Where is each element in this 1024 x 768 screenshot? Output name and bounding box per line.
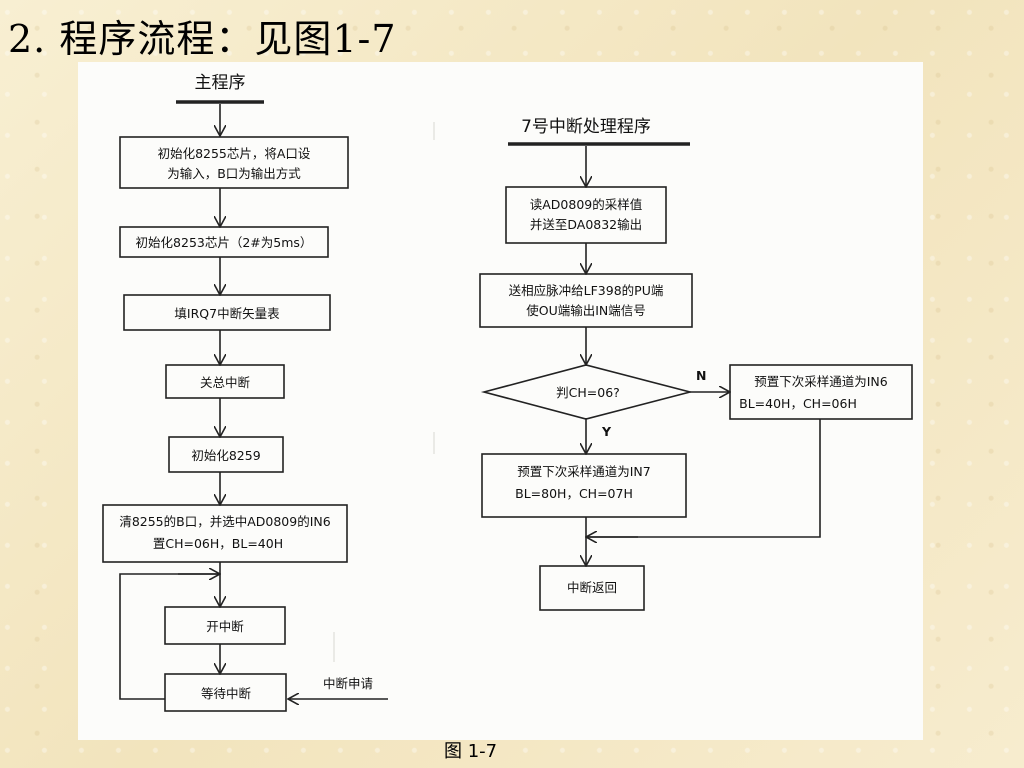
figure-caption: 图 1-7 xyxy=(444,741,498,762)
send-pulse-box xyxy=(479,273,693,328)
preset-in7-box xyxy=(481,453,687,518)
init-8255-box xyxy=(119,136,349,189)
init-8259-box xyxy=(168,436,284,473)
wait-loop-line xyxy=(119,573,220,700)
step-wait-interrupt: 等待中断 xyxy=(201,686,251,701)
main-heading: 主程序 xyxy=(195,73,246,93)
slide-title: 2. 程序流程：见图1-7 xyxy=(8,17,397,61)
read-adc-box xyxy=(505,186,667,244)
interrupt-request-label: 中断申请 xyxy=(323,676,373,691)
step-enable-interrupts: 开中断 xyxy=(206,619,244,634)
disable-interrupts-box xyxy=(165,364,285,399)
wait-interrupt-box xyxy=(164,673,287,712)
isr-in6-line1: 预置下次采样通道为IN6 xyxy=(754,374,888,389)
clear-8255b-box xyxy=(102,504,348,563)
in6-merge-line xyxy=(586,419,821,538)
fill-irq7-vector-box xyxy=(123,294,331,331)
init-8253-box xyxy=(119,226,329,258)
step-init-8255-line1: 初始化8255芯片，将A口设 xyxy=(158,146,311,161)
step-clear-8255b-line1: 清8255的B口，并选中AD0809的IN6 xyxy=(119,514,330,529)
step-fill-irq7: 填IRQ7中断矢量表 xyxy=(174,306,280,321)
preset-in6-box xyxy=(729,364,913,420)
isr-pulse-line2: 使OU端输出IN端信号 xyxy=(526,303,646,318)
isr-heading: 7号中断处理程序 xyxy=(521,117,651,137)
isr-return: 中断返回 xyxy=(567,580,617,595)
step-clear-8255b-line2: 置CH=06H，BL=40H xyxy=(153,536,283,551)
flowchart-canvas: 主程序 初始化8255芯片，将A口设 为输入，B口为输出方式 初始化8253芯片… xyxy=(102,73,913,712)
isr-pulse-line1: 送相应脉冲给LF398的PU端 xyxy=(509,283,664,298)
step-init-8253: 初始化8253芯片（2#为5ms） xyxy=(136,235,313,250)
isr-decision-label: 判CH=06? xyxy=(556,385,620,400)
isr-read-adc-line2: 并送至DA0832输出 xyxy=(530,217,642,232)
enable-interrupts-box xyxy=(164,606,286,645)
flowchart-figure: 主程序 初始化8255芯片，将A口设 为输入，B口为输出方式 初始化8253芯片… xyxy=(78,62,923,740)
step-init-8255-line2: 为输入，B口为输出方式 xyxy=(167,166,301,181)
decision-yes-label: Y xyxy=(601,424,612,439)
isr-read-adc-line1: 读AD0809的采样值 xyxy=(530,197,643,212)
interrupt-return-box xyxy=(539,565,645,611)
isr-in6-line2: BL=40H，CH=06H xyxy=(739,396,857,411)
check-ch-diamond xyxy=(480,364,694,420)
step-init-8259: 初始化8259 xyxy=(191,448,260,463)
isr-in7-line2: BL=80H，CH=07H xyxy=(515,486,633,501)
isr-in7-line1: 预置下次采样通道为IN7 xyxy=(517,464,651,479)
step-disable-interrupts: 关总中断 xyxy=(200,375,250,390)
decision-no-label: N xyxy=(696,368,706,383)
